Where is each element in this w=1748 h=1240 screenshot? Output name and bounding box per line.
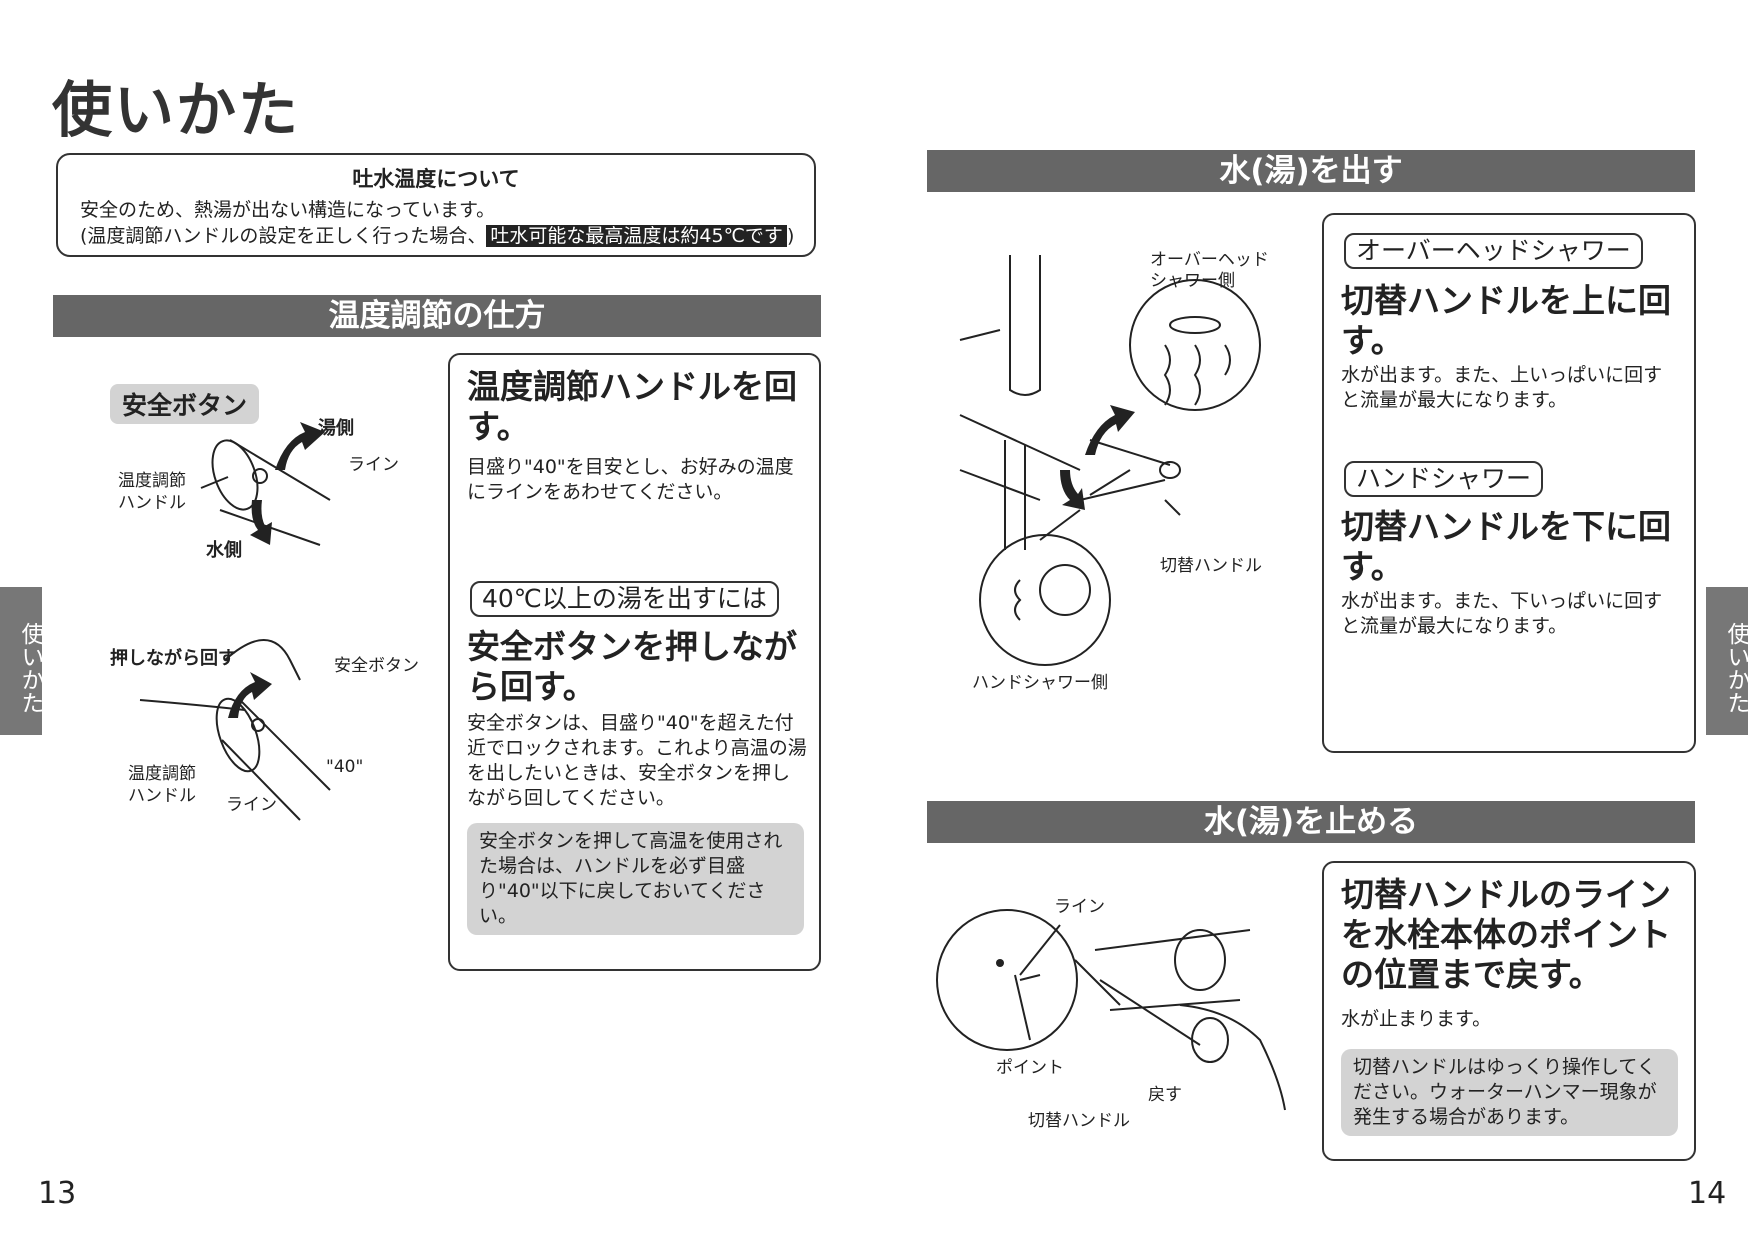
water-on-box: オーバーヘッドシャワー 切替ハンドルを上に回す。 水が出ます。また、上いっぱいに… bbox=[1322, 213, 1696, 753]
up-arrow-icon bbox=[1085, 405, 1135, 455]
scale-40-label: "40" bbox=[326, 757, 364, 777]
water-off-box: 切替ハンドルのラインを水栓本体のポイントの位置まで戻す。 水が止まります。 切替… bbox=[1322, 861, 1696, 1161]
overhead-side-label: オーバーヘッド シャワー側 bbox=[1150, 250, 1269, 291]
notice-line-2-prefix: (温度調節ハンドルの設定を正しく行った場合、 bbox=[80, 225, 487, 247]
hand-side-label: ハンドシャワー側 bbox=[972, 673, 1108, 693]
safety-heading: 安全ボタンを押しながら回す。 bbox=[467, 627, 797, 706]
overhead-shower-tag: オーバーヘッドシャワー bbox=[1344, 233, 1643, 269]
notice-highlight: 吐水可能な最高温度は約45℃です bbox=[486, 225, 787, 247]
temp-heading: 温度調節ハンドルを回す。 bbox=[467, 367, 797, 446]
over-40-tag: 40℃以上の湯を出すには bbox=[470, 581, 779, 617]
side-tab-right: 使いかた bbox=[1706, 587, 1748, 735]
hand-shower-tag: ハンドシャワー bbox=[1344, 461, 1544, 497]
temp-text: 目盛り"40"を目安とし、お好みの温度にラインをあわせてください。 bbox=[467, 456, 794, 503]
stop-heading: 切替ハンドルのラインを水栓本体のポイントの位置まで戻す。 bbox=[1341, 875, 1671, 994]
stop-text: 水が止まります。 bbox=[1341, 1008, 1492, 1030]
down-arrow-icon bbox=[1060, 470, 1085, 510]
overhead-heading: 切替ハンドルを上に回す。 bbox=[1341, 281, 1671, 360]
water-off-bar: 水(湯)を止める bbox=[927, 801, 1695, 843]
hot-arrow-icon bbox=[275, 422, 325, 470]
point-label: ポイント bbox=[996, 1058, 1064, 1078]
temp-section-bar: 温度調節の仕方 bbox=[53, 295, 821, 337]
page-number-right: 14 bbox=[1688, 1176, 1727, 1211]
notice-title: 吐水温度について bbox=[352, 167, 520, 191]
safety-button-pill: 安全ボタン bbox=[110, 384, 260, 424]
water-on-bar: 水(湯)を出す bbox=[927, 150, 1695, 192]
page-title: 使いかた bbox=[52, 76, 300, 146]
push-turn-arrow-icon bbox=[228, 672, 272, 718]
cold-side-label: 水側 bbox=[206, 540, 242, 561]
side-tab-left: 使いかた bbox=[0, 587, 43, 735]
safety-text: 安全ボタンは、目盛り"40"を超えた付近でロックされます。これより高温の湯を出し… bbox=[467, 712, 807, 809]
notice-line-1: 安全のため、熱湯が出ない構造になっています。 bbox=[80, 199, 496, 221]
notice-line-2: (温度調節ハンドルの設定を正しく行った場合、吐水可能な最高温度は約45℃です) bbox=[80, 221, 794, 248]
page-number-left: 13 bbox=[38, 1176, 77, 1211]
line-label-3: ライン bbox=[1054, 897, 1105, 917]
cold-arrow-icon bbox=[250, 500, 272, 545]
push-turn-label: 押しながら回す bbox=[110, 648, 236, 669]
safety-button-label-2: 安全ボタン bbox=[334, 656, 419, 676]
switch-handle-label-2: 切替ハンドル bbox=[1028, 1111, 1130, 1131]
safety-note: 安全ボタンを押して高温を使用された場合は、ハンドルを必ず目盛り"40"以下に戻し… bbox=[467, 823, 804, 935]
line-label-2: ライン bbox=[226, 795, 277, 815]
hot-side-label: 湯側 bbox=[318, 418, 354, 439]
notice-box: 吐水温度について 安全のため、熱湯が出ない構造になっています。 (温度調節ハンド… bbox=[56, 153, 816, 257]
notice-line-2-suffix: ) bbox=[786, 225, 795, 247]
hand-heading: 切替ハンドルを下に回す。 bbox=[1341, 507, 1671, 586]
overhead-text: 水が出ます。また、上いっぱいに回すと流量が最大になります。 bbox=[1341, 364, 1663, 411]
switch-handle-label: 切替ハンドル bbox=[1160, 556, 1262, 576]
temp-instructions-box: 温度調節ハンドルを回す。 目盛り"40"を目安とし、お好みの温度にラインをあわせ… bbox=[448, 353, 821, 971]
hand-text: 水が出ます。また、下いっぱいに回すと流量が最大になります。 bbox=[1341, 590, 1663, 637]
return-label: 戻す bbox=[1148, 1085, 1182, 1105]
handle-label-2: 温度調節 ハンドル bbox=[128, 764, 196, 806]
handle-label-1: 温度調節 ハンドル bbox=[118, 471, 186, 513]
point-dot-icon bbox=[996, 959, 1004, 967]
line-label-1: ライン bbox=[348, 455, 399, 475]
stop-note: 切替ハンドルはゆっくり操作してください。ウォーターハンマー現象が発生する場合があ… bbox=[1341, 1049, 1678, 1136]
